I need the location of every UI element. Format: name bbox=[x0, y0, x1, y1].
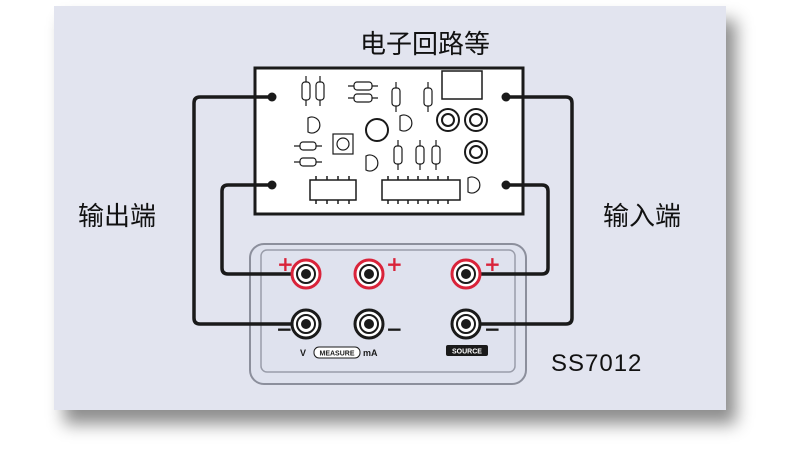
output-terminal-label: 输出端 bbox=[78, 202, 157, 232]
resistor bbox=[294, 141, 322, 167]
resistor bbox=[393, 140, 441, 170]
wires bbox=[192, 95, 574, 326]
minus-sign: − bbox=[484, 317, 501, 341]
minus-sign: − bbox=[386, 317, 403, 341]
measure-badge bbox=[313, 346, 361, 359]
plus-sign: + bbox=[484, 252, 501, 276]
circuit-title: 电子回路等 bbox=[360, 30, 491, 60]
trimmer bbox=[332, 133, 354, 155]
terminal-negative bbox=[290, 308, 482, 340]
measure-label: MEASURE bbox=[319, 351, 354, 358]
circuit-board bbox=[253, 66, 525, 216]
ic-pins bbox=[315, 176, 449, 204]
instrument-face bbox=[260, 249, 516, 373]
resistor bbox=[301, 76, 325, 106]
input-wire-top bbox=[466, 95, 574, 326]
volt-label: V bbox=[300, 348, 306, 358]
ic-chip bbox=[309, 179, 461, 201]
plus-sign: + bbox=[277, 252, 294, 276]
source-badge bbox=[446, 345, 488, 356]
resistor bbox=[391, 82, 433, 112]
resistor bbox=[348, 81, 378, 103]
capacitor bbox=[365, 108, 488, 164]
output-wire-bottom bbox=[220, 183, 306, 276]
output-wire-top bbox=[192, 95, 306, 326]
connector-block bbox=[441, 70, 483, 100]
input-wire-bottom bbox=[466, 183, 550, 276]
minus-sign: − bbox=[276, 317, 293, 341]
transistor bbox=[307, 114, 481, 194]
plus-sign: + bbox=[386, 252, 403, 276]
model-number: SS7012 bbox=[551, 350, 643, 377]
ma-label: mA bbox=[363, 348, 378, 358]
input-terminal-label: 输入端 bbox=[603, 202, 682, 232]
source-label: SOURCE bbox=[452, 349, 482, 356]
terminal-positive bbox=[290, 258, 482, 290]
connection-dots bbox=[267, 92, 511, 190]
